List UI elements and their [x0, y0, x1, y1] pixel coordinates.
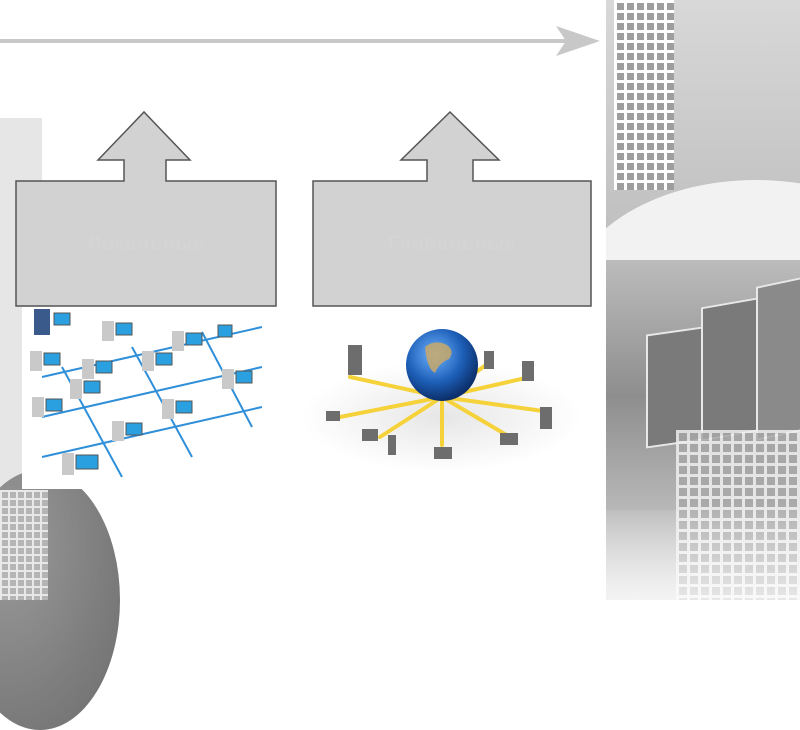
right-decor-pixels-top	[614, 0, 674, 190]
global-network-image	[300, 307, 584, 479]
global-networks-box	[312, 110, 592, 307]
left-decor-pixels	[0, 490, 48, 600]
right-decor-reflection	[606, 510, 800, 600]
local-network-image	[22, 307, 264, 489]
monitor-decor-icon	[756, 273, 800, 441]
local-networks-box	[15, 110, 277, 307]
right-decor-panel	[606, 0, 800, 600]
global-network-illustration-icon	[302, 329, 582, 472]
local-network-illustration-icon	[30, 309, 263, 478]
local-networks-label: Локальные	[87, 233, 205, 255]
global-networks-label: Глобальные	[387, 233, 517, 255]
timeline-arrow-icon	[0, 26, 600, 56]
